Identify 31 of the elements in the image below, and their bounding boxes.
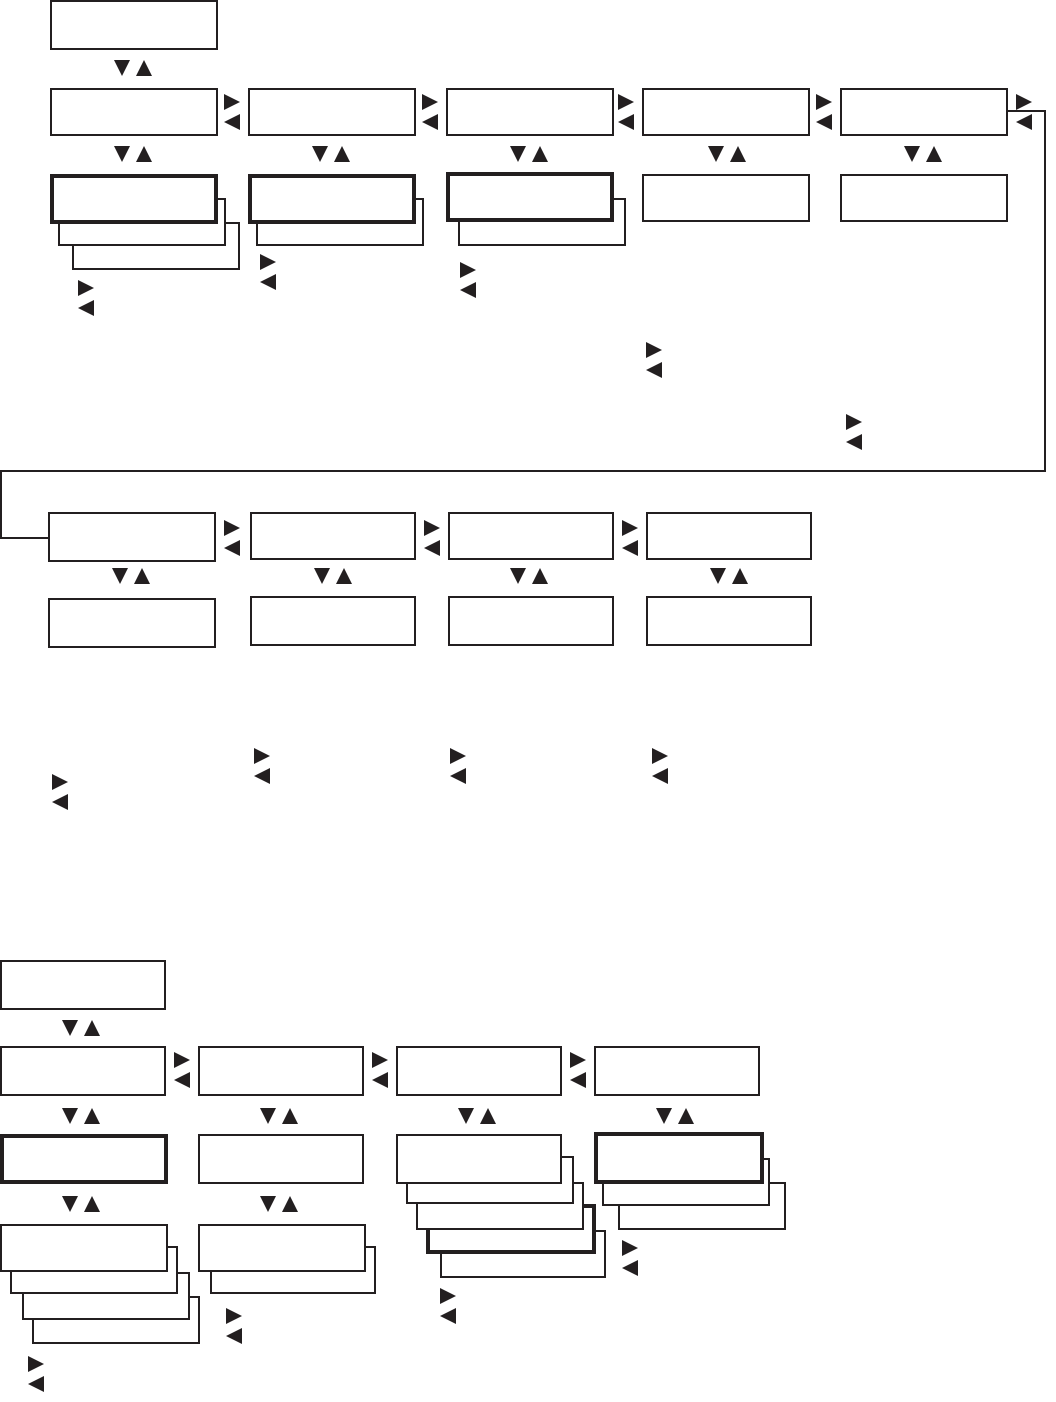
menu-box bbox=[594, 1046, 760, 1096]
menu-box bbox=[646, 512, 812, 560]
menu-box bbox=[50, 0, 218, 50]
menu-box bbox=[48, 598, 216, 648]
menu-box bbox=[248, 88, 416, 136]
menu-box bbox=[448, 512, 614, 560]
stacked-menu-boxes bbox=[396, 1134, 606, 1278]
menu-box bbox=[250, 596, 416, 646]
menu-box bbox=[198, 1134, 364, 1184]
stacked-menu-boxes bbox=[248, 174, 424, 246]
connector-line bbox=[0, 110, 1046, 539]
stacked-menu-boxes bbox=[594, 1132, 786, 1230]
menu-box bbox=[396, 1046, 562, 1096]
menu-box bbox=[446, 88, 614, 136]
menu-box bbox=[0, 960, 166, 1010]
menu-box bbox=[642, 174, 810, 222]
menu-box bbox=[48, 512, 216, 562]
stacked-menu-boxes bbox=[0, 1224, 200, 1344]
menu-box bbox=[250, 512, 416, 560]
menu-box bbox=[646, 596, 812, 646]
menu-box bbox=[448, 596, 614, 646]
menu-box bbox=[840, 88, 1008, 136]
menu-box bbox=[0, 1134, 168, 1184]
menu-box bbox=[840, 174, 1008, 222]
menu-box bbox=[642, 88, 810, 136]
menu-box bbox=[198, 1046, 364, 1096]
stacked-menu-boxes bbox=[446, 172, 626, 246]
stacked-menu-boxes bbox=[50, 174, 240, 270]
menu-box bbox=[50, 88, 218, 136]
stacked-menu-boxes bbox=[198, 1224, 376, 1294]
menu-box bbox=[0, 1046, 166, 1096]
